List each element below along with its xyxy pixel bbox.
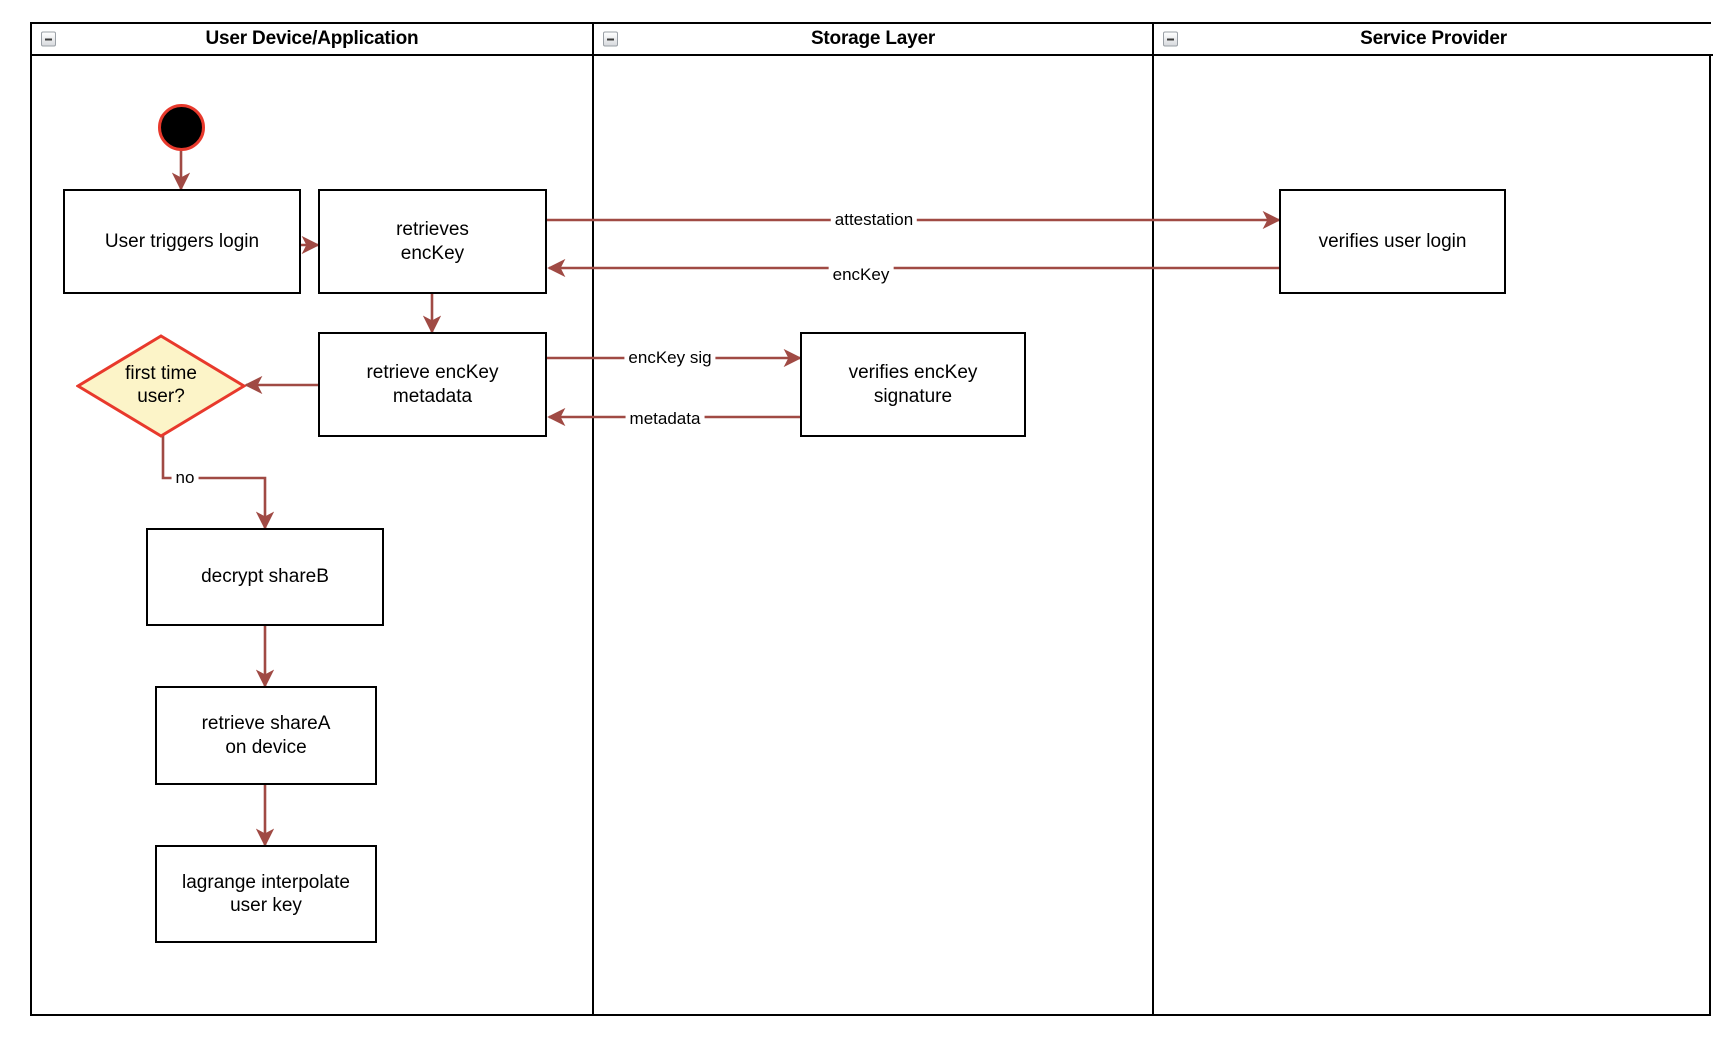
node-retrieve-sharea-on-device[interactable]: retrieve shareA on device [155, 686, 377, 785]
swimlane-service-provider[interactable]: Service Provider [1152, 24, 1713, 1014]
swimlane-title: Service Provider [1360, 28, 1507, 49]
node-verifies-user-login[interactable]: verifies user login [1279, 189, 1506, 294]
edge-label-no: no [171, 468, 199, 488]
swimlane-title: Storage Layer [810, 28, 936, 49]
node-user-triggers-login[interactable]: User triggers login [63, 189, 301, 294]
collapse-minus-icon[interactable] [1163, 31, 1178, 47]
node-lagrange-interpolate-user-key[interactable]: lagrange interpolate user key [155, 845, 377, 943]
swimlane-header-user-device: User Device/Application [32, 24, 592, 56]
edge-label-metadata: metadata [625, 409, 705, 429]
swimlane-header-storage-layer: Storage Layer [594, 24, 1152, 56]
swimlane-header-service-provider: Service Provider [1154, 24, 1713, 56]
node-verifies-enckey-signature[interactable]: verifies encKey signature [800, 332, 1026, 437]
node-retrieves-enckey[interactable]: retrieves encKey [318, 189, 547, 294]
node-retrieve-enckey-metadata[interactable]: retrieve encKey metadata [318, 332, 547, 437]
edge-label-enckey-sig: encKey sig [624, 348, 716, 368]
swimlane-user-device[interactable]: User Device/Application [32, 24, 592, 1014]
decision-label: first time user? [125, 363, 197, 407]
swimlane-title: User Device/Application [205, 28, 419, 49]
edge-label-enckey: encKey [828, 265, 894, 285]
node-decrypt-shareb[interactable]: decrypt shareB [146, 528, 384, 626]
collapse-minus-icon[interactable] [603, 31, 618, 47]
node-first-time-user-decision[interactable]: first time user? [76, 334, 246, 438]
edge-label-attestation: attestation [830, 210, 918, 230]
swimlane-storage-layer[interactable]: Storage Layer [592, 24, 1152, 1014]
start-node[interactable] [158, 104, 205, 151]
collapse-minus-icon[interactable] [41, 31, 56, 47]
